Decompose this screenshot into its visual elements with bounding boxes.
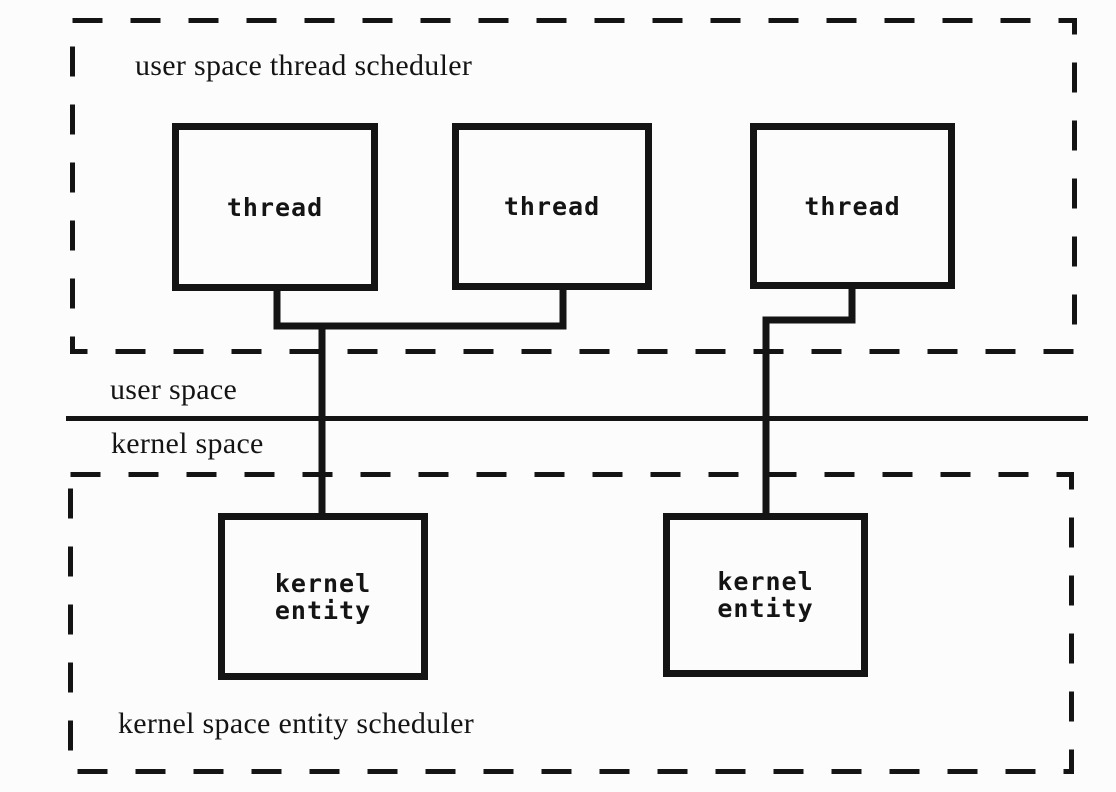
kernel-space-scheduler-title: kernel space entity scheduler	[118, 707, 475, 740]
thread-box-3: thread	[750, 123, 955, 289]
user-space-scheduler-title: user space thread scheduler	[135, 49, 473, 82]
kernel-entity-label: kernel entity	[717, 567, 814, 623]
connector-to-kernel-entity-2	[762, 289, 856, 517]
kernel-entity-box-1: kernel entity	[218, 513, 428, 680]
thread-label: thread	[804, 191, 901, 221]
thread-box-2: thread	[452, 123, 652, 290]
user-space-scheduler-border	[70, 18, 1077, 354]
thread-box-1: thread	[172, 123, 378, 291]
thread-label: thread	[226, 192, 324, 222]
connector-threads-1-2-join	[273, 290, 567, 330]
thread-label: thread	[503, 192, 601, 221]
kernel-entity-box-2: kernel entity	[663, 513, 868, 677]
user-space-label: user space	[110, 373, 238, 406]
kernel-entity-label: kernel entity	[274, 568, 372, 625]
kernel-space-label: kernel space	[111, 427, 264, 460]
kernel-space-scheduler-border	[68, 472, 1074, 774]
